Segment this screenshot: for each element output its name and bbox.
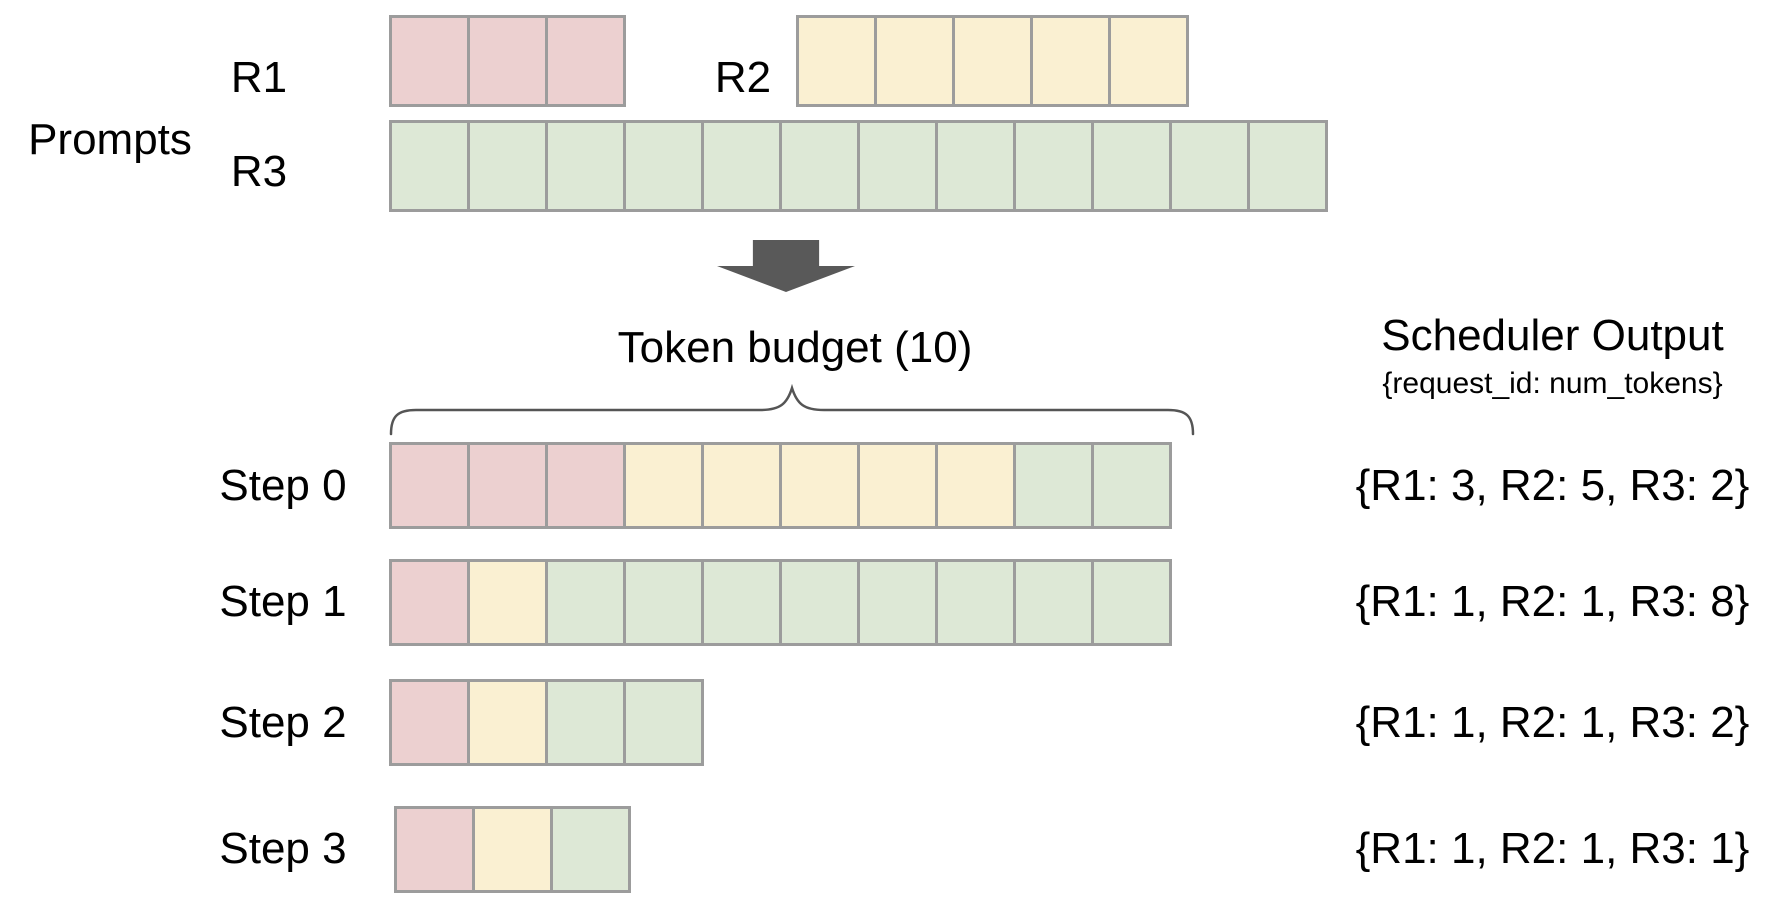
request-label-r3: R3	[230, 147, 288, 196]
yellow-token-cell	[874, 15, 955, 107]
yellow-token-cell	[935, 442, 1016, 529]
pink-token-cell	[389, 15, 470, 107]
green-token-cell	[1247, 120, 1328, 212]
step-output-3: {R1: 1, R2: 1, R3: 1}	[1355, 824, 1750, 873]
yellow-token-cell	[952, 15, 1033, 107]
token-budget-label: Token budget (10)	[617, 323, 973, 372]
pink-token-cell	[389, 679, 470, 766]
yellow-token-cell	[467, 679, 548, 766]
pink-token-cell	[545, 442, 626, 529]
yellow-token-cell	[1108, 15, 1189, 107]
green-token-cell	[1169, 120, 1250, 212]
pink-token-cell	[545, 15, 626, 107]
green-token-cell	[779, 559, 860, 646]
step-bar-3	[394, 806, 631, 893]
yellow-token-cell	[467, 559, 548, 646]
green-token-cell	[1013, 120, 1094, 212]
green-token-cell	[623, 120, 704, 212]
green-token-cell	[550, 806, 631, 893]
green-token-cell	[1091, 442, 1172, 529]
step-output-2: {R1: 1, R2: 1, R3: 2}	[1355, 698, 1750, 747]
green-token-cell	[623, 559, 704, 646]
green-token-cell	[857, 120, 938, 212]
step-bar-2	[389, 679, 704, 766]
green-token-cell	[545, 679, 626, 766]
yellow-token-cell	[796, 15, 877, 107]
prompt-bar-r3	[389, 120, 1328, 212]
green-token-cell	[545, 559, 626, 646]
green-token-cell	[545, 120, 626, 212]
pink-token-cell	[467, 442, 548, 529]
pink-token-cell	[389, 442, 470, 529]
yellow-token-cell	[701, 442, 782, 529]
prompt-bar-r2	[796, 15, 1189, 107]
green-token-cell	[1013, 442, 1094, 529]
step-label-1: Step 1	[219, 577, 347, 626]
pink-token-cell	[394, 806, 475, 893]
green-token-cell	[935, 120, 1016, 212]
pink-token-cell	[389, 559, 470, 646]
green-token-cell	[623, 679, 704, 766]
request-label-r1: R1	[230, 53, 288, 102]
yellow-token-cell	[472, 806, 553, 893]
scheduler-output-title: Scheduler Output	[1381, 311, 1724, 360]
green-token-cell	[701, 559, 782, 646]
green-token-cell	[701, 120, 782, 212]
down-arrow-icon	[717, 240, 855, 292]
green-token-cell	[1091, 120, 1172, 212]
token-budget-brace-icon	[389, 384, 1195, 436]
green-token-cell	[857, 559, 938, 646]
step-output-1: {R1: 1, R2: 1, R3: 8}	[1355, 577, 1750, 626]
green-token-cell	[1091, 559, 1172, 646]
yellow-token-cell	[857, 442, 938, 529]
step-label-2: Step 2	[219, 698, 347, 747]
yellow-token-cell	[623, 442, 704, 529]
pink-token-cell	[467, 15, 548, 107]
yellow-token-cell	[779, 442, 860, 529]
yellow-token-cell	[1030, 15, 1111, 107]
scheduler-output-subtitle: {request_id: num_tokens}	[1382, 367, 1723, 400]
step-output-0: {R1: 3, R2: 5, R3: 2}	[1355, 461, 1750, 510]
green-token-cell	[779, 120, 860, 212]
step-bar-0	[389, 442, 1172, 529]
green-token-cell	[1013, 559, 1094, 646]
green-token-cell	[467, 120, 548, 212]
step-bar-1	[389, 559, 1172, 646]
request-label-r2: R2	[714, 53, 772, 102]
step-label-3: Step 3	[219, 824, 347, 873]
prompt-bar-r1	[389, 15, 626, 107]
prompts-section-label: Prompts	[28, 115, 192, 164]
green-token-cell	[935, 559, 1016, 646]
step-label-0: Step 0	[219, 461, 347, 510]
green-token-cell	[389, 120, 470, 212]
